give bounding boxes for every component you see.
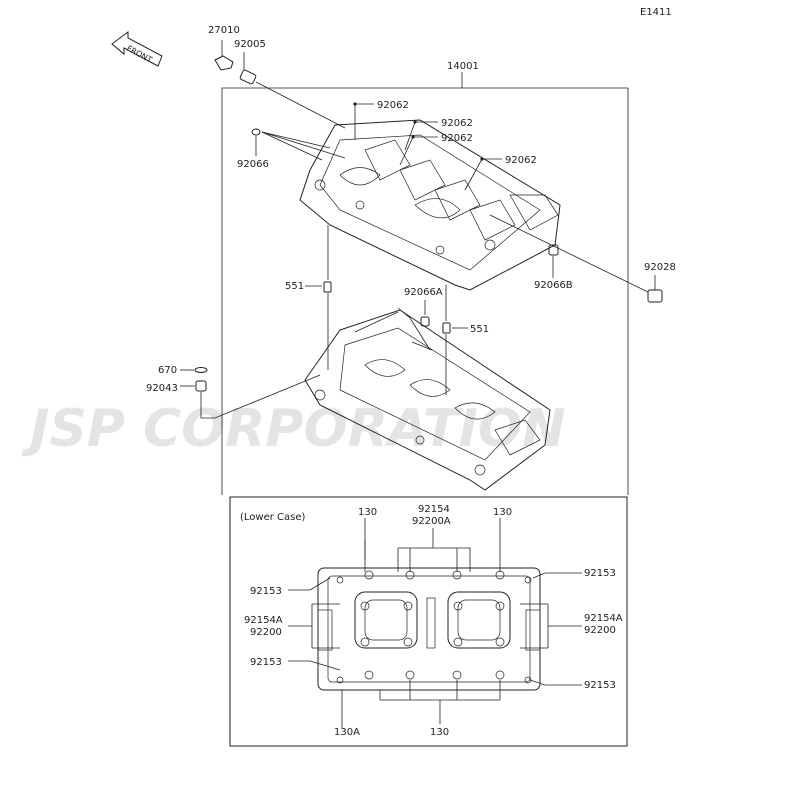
leader-lines-92062 (353, 102, 502, 191)
lower-label-130A[interactable]: 130A (334, 727, 360, 738)
front-label: FRONT (125, 44, 153, 65)
diagram-id: E1411 (640, 7, 672, 18)
assembly-frame (221, 72, 629, 495)
lower-case-plan (317, 567, 541, 691)
lower-label-92153-left-top[interactable]: 92153 (250, 586, 282, 597)
lower-label-92153-right-top[interactable]: 92153 (584, 568, 616, 579)
lower-label-92200-left[interactable]: 92200 (250, 627, 282, 638)
part-label-92062-2[interactable]: 92062 (441, 118, 473, 129)
lower-label-130-left[interactable]: 130 (358, 507, 377, 518)
dowel-551-right-icon (442, 285, 468, 395)
lower-label-92154[interactable]: 92154 (418, 504, 450, 515)
lower-label-130-bottom[interactable]: 130 (430, 727, 449, 738)
lower-label-92153-right-bottom[interactable]: 92153 (584, 680, 616, 691)
part-label-92062-1[interactable]: 92062 (377, 100, 409, 111)
plug-92028-icon (489, 214, 663, 303)
lower-label-92200-right[interactable]: 92200 (584, 625, 616, 636)
lower-label-92154A-left[interactable]: 92154A (244, 615, 283, 626)
dowel-551-left-icon (305, 225, 332, 370)
lower-crankcase (304, 309, 551, 491)
plug-27010-icon (214, 40, 234, 71)
front-arrow-icon: FRONT (111, 31, 163, 67)
plug-92005-icon (239, 52, 257, 85)
part-label-92066[interactable]: 92066 (237, 159, 269, 170)
part-label-92043[interactable]: 92043 (146, 383, 178, 394)
lower-leader-lines (288, 518, 582, 728)
part-label-92066B[interactable]: 92066B (534, 280, 573, 291)
part-label-551-right[interactable]: 551 (470, 324, 489, 335)
part-label-92066A[interactable]: 92066A (404, 287, 443, 298)
lower-label-92153-left-bottom[interactable]: 92153 (250, 657, 282, 668)
part-label-27010[interactable]: 27010 (208, 25, 240, 36)
dowel-92066B-icon (548, 244, 559, 278)
lower-label-130-right[interactable]: 130 (493, 507, 512, 518)
lower-case-box: (Lower Case) (229, 496, 628, 747)
part-label-92062-3[interactable]: 92062 (441, 133, 473, 144)
dowel-92043-icon (180, 374, 321, 419)
lower-label-92200A[interactable]: 92200A (412, 516, 451, 527)
o-ring-670-icon (180, 367, 208, 373)
part-label-670[interactable]: 670 (158, 365, 177, 376)
part-label-551-left[interactable]: 551 (285, 281, 304, 292)
watermark: JSP CORPORATION (21, 399, 566, 459)
upper-crankcase (299, 119, 561, 291)
dowel-92066-icon (251, 128, 346, 161)
part-label-14001[interactable]: 14001 (447, 61, 479, 72)
part-label-92028[interactable]: 92028 (644, 262, 676, 273)
part-label-92062-4[interactable]: 92062 (505, 155, 537, 166)
lower-label-92154A-right[interactable]: 92154A (584, 613, 623, 624)
part-label-92005[interactable]: 92005 (234, 39, 266, 50)
lower-case-title: (Lower Case) (240, 512, 306, 523)
